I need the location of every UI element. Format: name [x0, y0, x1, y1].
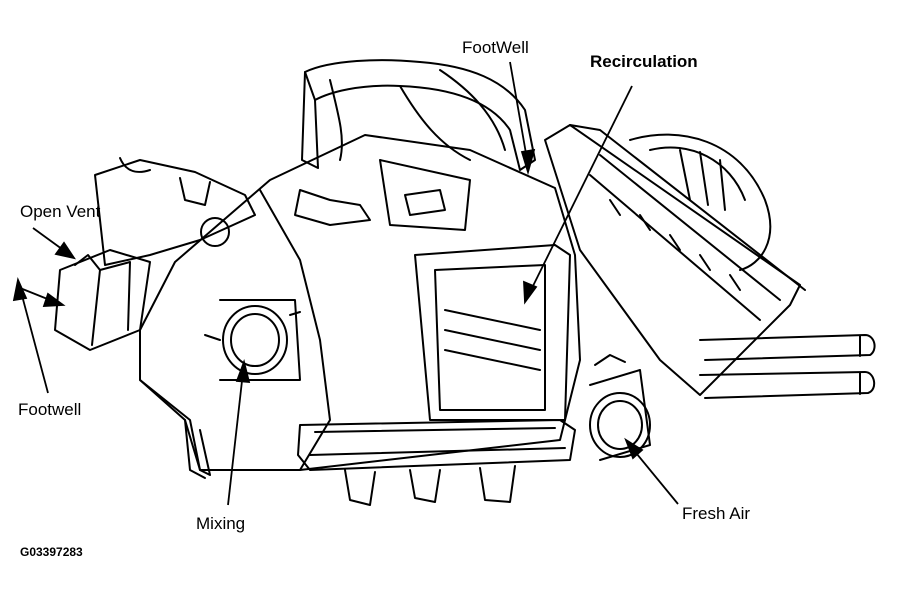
mixing-actuator: [204, 299, 301, 381]
top-duct: [301, 59, 536, 171]
leader-footwell-top: [509, 61, 536, 176]
leader-lines: [12, 61, 679, 506]
leader-fresh-air: [624, 437, 679, 505]
label-recirculation: Recirculation: [590, 52, 698, 71]
leader-footwell-left: [12, 277, 66, 394]
label-mixing: Mixing: [196, 514, 246, 533]
bottom-tray: [297, 419, 576, 506]
blower-housing: [544, 124, 806, 396]
label-open-vent: Open Vent: [20, 202, 101, 221]
label-fresh-air: Fresh Air: [682, 504, 751, 523]
heater-tubes: [699, 334, 876, 399]
lower-body: [139, 379, 211, 479]
main-housing: [139, 134, 581, 471]
label-footwell-left: Footwell: [18, 400, 82, 419]
figure-code: G03397283: [20, 545, 83, 559]
leader-open-vent: [32, 227, 76, 260]
left-vent-housing: [54, 157, 256, 351]
label-footwell-top: FootWell: [462, 38, 529, 57]
fresh-air-actuator: [589, 354, 651, 461]
leader-recirculation: [523, 85, 633, 305]
leader-mixing: [227, 358, 251, 506]
